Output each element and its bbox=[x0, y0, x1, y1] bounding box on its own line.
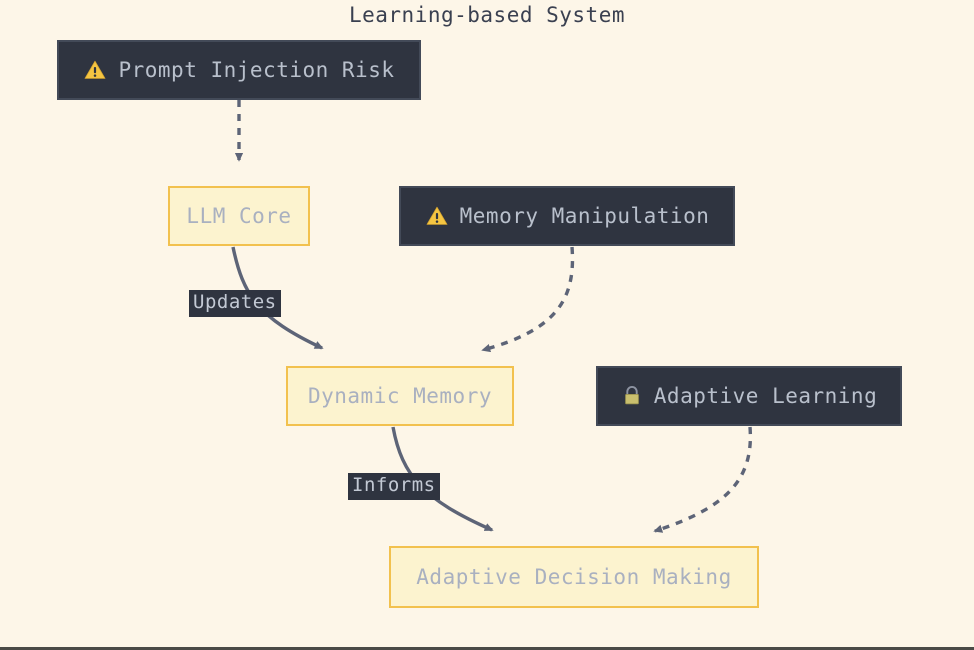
node-label: Memory Manipulation bbox=[459, 204, 710, 228]
page-title: Learning-based System bbox=[348, 3, 625, 27]
node-label: Adaptive Learning bbox=[653, 384, 878, 408]
node-label: Adaptive Decision Making bbox=[416, 565, 732, 589]
node-prompt-injection-risk[interactable]: Prompt Injection Risk bbox=[57, 40, 421, 100]
edge-adaptive-learning-to-adaptive-decision bbox=[653, 426, 753, 533]
edge-label-updates: Updates bbox=[189, 290, 281, 317]
node-label: Prompt Injection Risk bbox=[118, 58, 395, 82]
edge-memory-manipulation-to-dynamic-memory bbox=[481, 246, 575, 353]
node-adaptive-learning[interactable]: Adaptive Learning bbox=[596, 366, 902, 426]
warning-triangle-icon bbox=[425, 204, 449, 228]
bottom-divider bbox=[0, 647, 974, 650]
edge-label-informs: Informs bbox=[348, 473, 440, 500]
node-adaptive-decision-making[interactable]: Adaptive Decision Making bbox=[389, 546, 759, 608]
node-label: Dynamic Memory bbox=[307, 384, 492, 408]
lock-icon bbox=[621, 384, 643, 408]
warning-triangle-icon bbox=[83, 58, 107, 82]
node-memory-manipulation[interactable]: Memory Manipulation bbox=[399, 186, 735, 246]
node-llm-core[interactable]: LLM Core bbox=[168, 186, 310, 246]
edge-label-text: Updates bbox=[193, 291, 277, 313]
edge-label-text: Informs bbox=[352, 474, 436, 496]
node-dynamic-memory[interactable]: Dynamic Memory bbox=[286, 366, 514, 426]
node-label: LLM Core bbox=[186, 204, 292, 228]
